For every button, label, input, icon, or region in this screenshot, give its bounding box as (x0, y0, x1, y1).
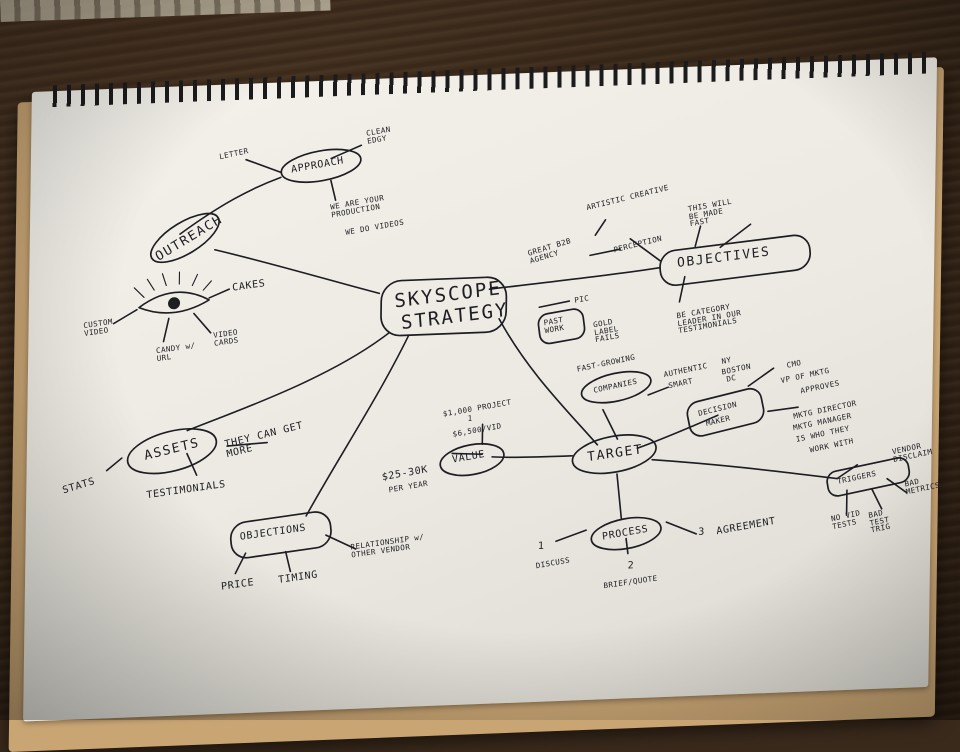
dc-label: DC (725, 372, 737, 384)
mindmap-drawing (105, 144, 911, 575)
notebook-page: SKYSCOPE STRATEGY OUTREACH APPROACH LETT… (23, 51, 941, 722)
one-label: 1 (467, 413, 473, 423)
ny-label: NY (720, 355, 733, 366)
eye-icon (138, 291, 210, 314)
step-3-number: 3 (698, 526, 705, 538)
step-1-number: 1 (537, 540, 545, 552)
sketch-notebook: SKYSCOPE STRATEGY OUTREACH APPROACH LETT… (8, 49, 953, 752)
center-bubble (380, 276, 508, 337)
step-2-number: 2 (627, 560, 635, 572)
